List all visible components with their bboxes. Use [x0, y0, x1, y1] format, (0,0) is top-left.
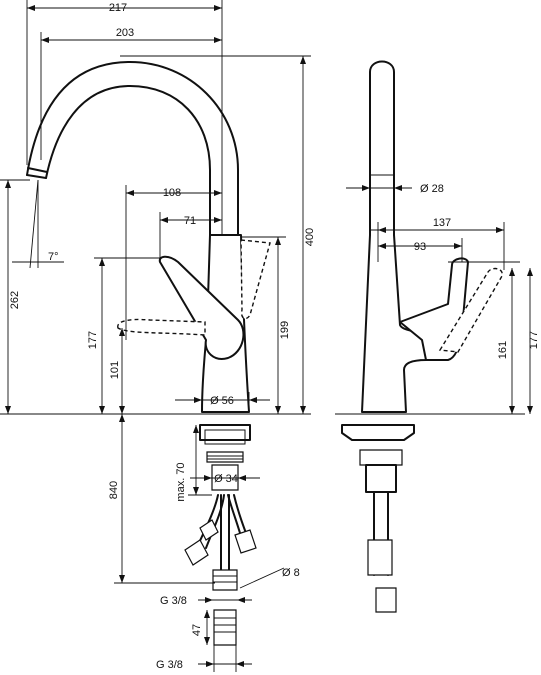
side-view: [341, 60, 503, 613]
arrow-head: [126, 190, 134, 196]
arrow-head: [194, 397, 202, 403]
front-view: [26, 61, 271, 646]
lever-swivel-position: [117, 318, 206, 336]
arrow-head: [214, 217, 222, 223]
arrow-head: [249, 397, 257, 403]
arrow-head: [119, 406, 125, 414]
arrow-head: [204, 475, 212, 481]
arrow-head: [99, 406, 105, 414]
arrow-head: [237, 597, 245, 603]
side-connector: [367, 539, 393, 576]
arrow-head: [119, 575, 125, 583]
side-spout: [369, 60, 395, 236]
adapter-piece: [213, 609, 237, 646]
arrow-head: [119, 414, 125, 422]
lever-raised-position: [240, 239, 271, 320]
connector-center: [212, 569, 238, 591]
arrow-head: [362, 185, 370, 191]
arrow-head: [509, 406, 515, 414]
label-diameter-8: Ø 8: [282, 567, 300, 579]
arrow-head: [214, 190, 222, 196]
side-mounting-plate: [341, 424, 415, 441]
arrow-head: [378, 243, 386, 249]
label-108: 108: [163, 187, 181, 199]
mounting-plate: [199, 424, 251, 441]
arrow-head: [300, 56, 306, 64]
label-angle: 7°: [48, 251, 59, 263]
arrow-head: [27, 5, 35, 11]
arrow-head: [5, 180, 11, 188]
dimension-labels: 217 203 108 71 7° 400 199 262 177 101 Ø …: [9, 2, 540, 671]
label-47: 47: [191, 624, 203, 636]
arrow-head: [394, 185, 402, 191]
label-177-right: 177: [528, 331, 540, 349]
mounting-nut: [211, 464, 239, 491]
label-diameter-34: Ø 34: [214, 473, 238, 485]
arrow-head: [204, 610, 210, 618]
label-177-left: 177: [87, 331, 99, 349]
arrow-head: [160, 217, 168, 223]
label-diameter-56: Ø 56: [210, 395, 234, 407]
arrow-head: [300, 406, 306, 414]
arrow-head: [454, 243, 462, 249]
label-71: 71: [184, 215, 196, 227]
dim-8-line: [239, 567, 285, 589]
label-203: 203: [116, 27, 134, 39]
side-lever-raised: [438, 267, 503, 353]
arrow-head: [204, 637, 210, 645]
arrow-head: [41, 37, 49, 43]
threaded-shank: [206, 451, 244, 463]
arrow-head: [206, 661, 214, 667]
arrow-head: [527, 406, 533, 414]
label-262: 262: [9, 291, 21, 309]
spout-nozzle: [27, 167, 48, 173]
arrow-head: [275, 406, 281, 414]
label-diameter-28: Ø 28: [420, 183, 444, 195]
connector-left: [184, 539, 209, 566]
arrow-head: [509, 268, 515, 276]
label-101: 101: [109, 361, 121, 379]
label-400: 400: [304, 228, 316, 246]
label-840: 840: [108, 481, 120, 499]
arrow-head: [205, 597, 213, 603]
label-93: 93: [414, 241, 426, 253]
arrow-head: [378, 227, 386, 233]
lever-handle: [158, 255, 245, 360]
label-137: 137: [433, 217, 451, 229]
hose-left-2: [205, 494, 225, 549]
arrow-head: [5, 406, 11, 414]
connector-left-mid: [199, 519, 219, 541]
side-shank: [359, 449, 403, 466]
label-g38-bottom: G 3/8: [156, 659, 183, 671]
arrow-head: [99, 258, 105, 266]
connector-right: [234, 529, 257, 554]
arrow-head: [214, 5, 222, 11]
arrow-head: [496, 227, 504, 233]
side-connector-end: [375, 587, 397, 613]
angle-line: [29, 179, 39, 269]
arrow-head: [193, 487, 199, 495]
label-161: 161: [497, 341, 509, 359]
spout-arc-outer: [26, 61, 239, 236]
arrow-head: [193, 425, 199, 433]
label-217: 217: [109, 2, 127, 14]
side-shank-body: [365, 464, 397, 493]
label-max-70: max. 70: [175, 462, 187, 501]
arrow-head: [119, 328, 125, 336]
spout-arc-inner: [45, 85, 211, 236]
arrow-head: [238, 475, 246, 481]
spout-tip: [26, 174, 47, 179]
arrow-head: [214, 37, 222, 43]
arrow-head: [527, 268, 533, 276]
arrow-head: [236, 661, 244, 667]
arrow-head: [275, 237, 281, 245]
label-g38-top: G 3/8: [160, 595, 187, 607]
mounting-plate-inner: [204, 429, 246, 445]
label-199: 199: [279, 321, 291, 339]
